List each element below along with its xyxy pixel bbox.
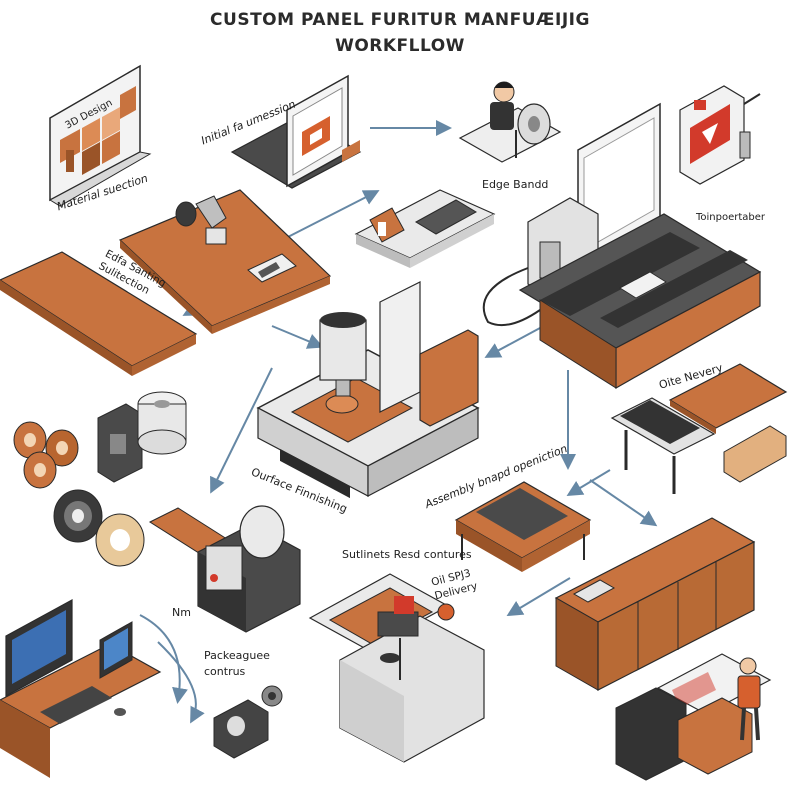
edge-trim-unit-icon <box>354 189 496 268</box>
arrow-package-curve <box>157 641 205 724</box>
arrow-cnc-to-rolls <box>210 367 273 494</box>
wood-board-icon <box>0 251 198 376</box>
conveyor-icon <box>482 102 762 390</box>
edge-bander-icon <box>148 505 301 633</box>
solutions-machine-icon <box>308 573 485 763</box>
label-package: Packeaguee contrus <box>204 649 270 678</box>
label-nm: Nm <box>172 606 191 619</box>
cabinet-icon <box>554 517 756 691</box>
computer-icon <box>0 598 162 778</box>
arrow-table-to-dimension <box>281 190 380 241</box>
diagram-title-line1: CUSTOM PANEL FURITUR MANFUÆIJIG <box>210 10 590 30</box>
robot-arm-icon <box>118 189 332 334</box>
label-edge-band: Edge Bandd <box>482 178 549 191</box>
design-board-icon <box>48 64 152 207</box>
robot-panel-icon <box>679 85 761 185</box>
cnc-machine-icon <box>256 281 480 499</box>
diagram-title-line2: WORKFLLOW <box>335 36 465 56</box>
worker-icon <box>458 81 562 163</box>
roll-icon <box>13 391 187 489</box>
assembly-table-icon <box>454 481 592 572</box>
arrow-down-to-package <box>139 614 188 704</box>
tape-roll-icon <box>53 489 145 567</box>
flow-arrows <box>139 120 658 724</box>
arrow-nevery-to-assembly <box>566 469 611 497</box>
packaging-station-icon <box>615 653 772 781</box>
arrow-to-cabinet <box>589 479 658 527</box>
arrow-transporter-to-cnc <box>484 327 541 358</box>
label-solutions: Sutlinets Resd contures <box>342 548 472 561</box>
arrow-cabinet-to-solutions <box>506 577 571 617</box>
monitor-icon <box>230 74 362 189</box>
gear-parts-icon <box>213 685 283 759</box>
arrow-table-to-cnc <box>271 325 324 349</box>
label-transporter: Toinpoertaber <box>696 212 766 223</box>
press-table-icon <box>610 363 788 494</box>
